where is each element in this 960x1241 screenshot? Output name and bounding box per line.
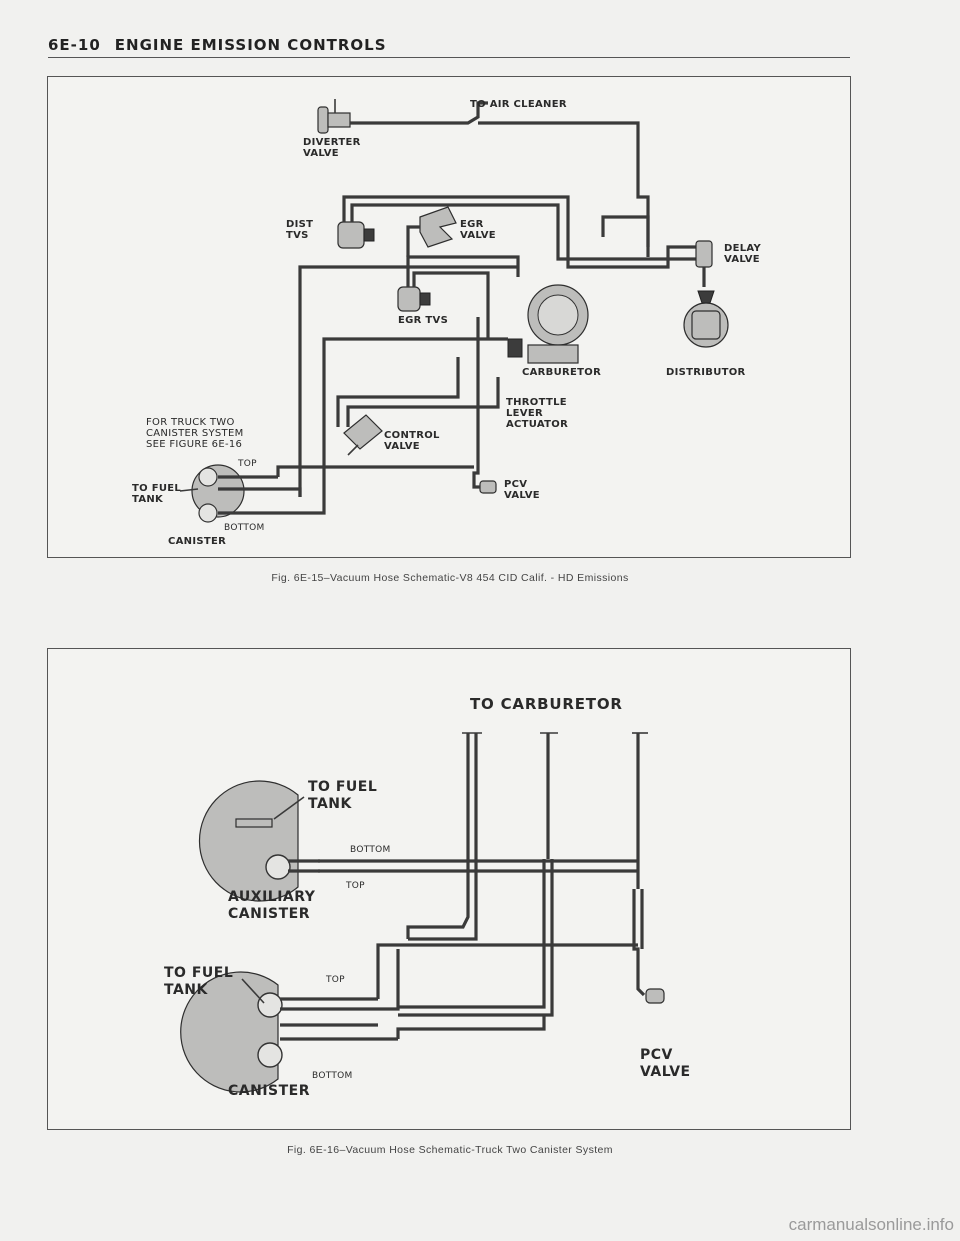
label-delay-valve: DELAY VALVE — [724, 243, 762, 265]
hose-canister-mid — [278, 487, 302, 497]
figure-6e-15-caption: Fig. 6E-15–Vacuum Hose Schematic-V8 454 … — [271, 572, 629, 584]
hose-control-valve-2 — [346, 377, 500, 427]
fuel-tank-arrow-main — [241, 978, 265, 1004]
label-diverter-valve: DIVERTER VALVE — [303, 137, 361, 159]
label-control-valve: CONTROL VALVE — [384, 430, 440, 452]
hose-left-long — [298, 265, 518, 497]
label-to-fuel-tank: TO FUEL TANK — [164, 965, 234, 998]
label-egr-tvs: EGR TVS — [398, 315, 449, 326]
label-egr-valve: EGR VALVE — [460, 219, 496, 241]
hose-top-3 — [406, 225, 420, 257]
hose-delay — [601, 215, 650, 247]
fuel-tank-arrow — [179, 488, 199, 492]
hose-top-2 — [350, 203, 698, 261]
label-top-main: TOP — [326, 975, 345, 985]
figure-6e-16-caption: Fig. 6E-16–Vacuum Hose Schematic-Truck T… — [287, 1144, 613, 1156]
label-carburetor: CARBURETOR — [522, 367, 602, 378]
label-bottom-aux: BOTTOM — [350, 845, 391, 855]
section-title: ENGINE EMISSION CONTROLS — [114, 36, 387, 54]
label-to-air-cleaner: TO AIR CLEANER — [470, 99, 567, 110]
canister-shape — [191, 464, 278, 523]
label-pcv-valve-2: PCV VALVE — [640, 1047, 691, 1080]
figure-6e-16-panel: TO CARBURETOR TO FUEL TANK BOTTOM TOP AU… — [47, 648, 851, 1130]
figure-6e-15-panel: TO AIR CLEANER DIVERTER VALVE DIST TVS E… — [47, 76, 851, 558]
delay-valve-shape — [695, 240, 713, 287]
hose-control-valve — [336, 357, 460, 427]
hose-canister-to-carb-2 — [378, 949, 400, 1011]
hose-left-long-2 — [322, 337, 508, 507]
hose-egr-tvs-2 — [412, 271, 490, 339]
label-top: TOP — [238, 459, 257, 469]
pcv-valve-shape — [472, 317, 497, 494]
label-top-aux: TOP — [346, 881, 365, 891]
hose-top-1 — [342, 195, 698, 269]
distributor-shape — [683, 290, 729, 348]
label-bottom: BOTTOM — [224, 523, 265, 533]
label-truck-note: FOR TRUCK TWO CANISTER SYSTEM SEE FIGURE… — [146, 417, 244, 450]
section-number: 6E-10 — [48, 36, 101, 54]
label-pcv-valve: PCV VALVE — [504, 479, 540, 501]
dist-tvs-shape — [337, 221, 375, 249]
label-auxiliary-canister: AUXILIARY CANISTER — [228, 889, 316, 922]
label-distributor: DISTRIBUTOR — [666, 367, 746, 378]
carburetor-shape — [507, 284, 589, 364]
carburetor-connections — [398, 732, 648, 1017]
label-canister-main: CANISTER — [228, 1083, 311, 1099]
hose-air-cleaner-main — [478, 121, 650, 257]
egr-valve-shape — [419, 206, 457, 248]
canister-shape-2 — [180, 971, 398, 1093]
page-header: 6E-10 ENGINE EMISSION CONTROLS — [48, 36, 850, 58]
vacuum-hose-schematic-two-canister — [180, 732, 665, 1093]
label-canister: CANISTER — [168, 536, 227, 547]
hose-canister-bottom — [278, 507, 326, 515]
label-throttle-lever-actuator: THROTTLE LEVER ACTUATOR — [506, 397, 569, 430]
hose-canister-bottom-2 — [396, 1015, 546, 1039]
vacuum-hose-schematic-v8 — [179, 99, 729, 523]
label-to-fuel-tank: TO FUEL TANK — [132, 483, 182, 505]
diverter-valve-shape — [317, 99, 351, 134]
label-bottom-main: BOTTOM — [312, 1071, 353, 1081]
label-to-fuel-tank-aux: TO FUEL TANK — [308, 779, 378, 812]
fuel-tank-arrow-aux — [273, 796, 305, 820]
hose-canister-to-carb — [376, 943, 638, 999]
auxiliary-canister-shape — [198, 780, 320, 902]
label-to-carburetor: TO CARBURETOR — [470, 695, 623, 713]
watermark: carmanualsonline.info — [788, 1215, 954, 1234]
label-dist-tvs: DIST TVS — [286, 219, 314, 241]
hose-canister-top — [276, 465, 474, 477]
egr-tvs-shape — [397, 286, 431, 312]
hose-to-air-cleaner — [350, 101, 488, 125]
pcv-valve-shape-2 — [645, 988, 665, 1004]
control-valve-shape — [343, 414, 383, 456]
